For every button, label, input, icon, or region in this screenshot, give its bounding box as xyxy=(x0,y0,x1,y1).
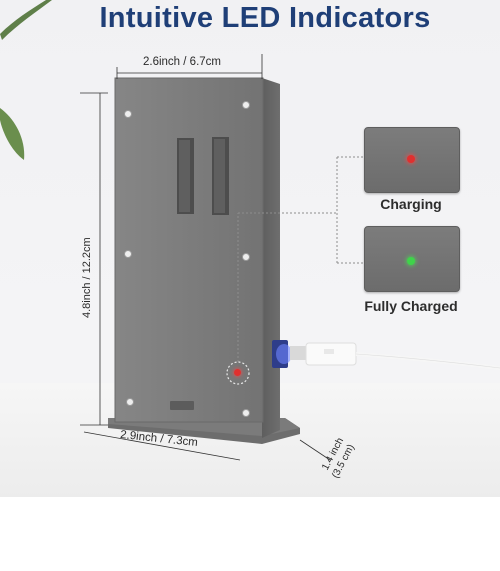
fully-charged-indicator-panel xyxy=(364,226,460,292)
red-led-icon xyxy=(407,155,415,163)
charging-label: Charging xyxy=(380,196,442,212)
plant-leaves xyxy=(0,0,52,160)
shelf-front xyxy=(0,497,500,571)
page-title: Intuitive LED Indicators xyxy=(99,2,431,34)
green-led-icon xyxy=(407,257,415,265)
dimension-top: 2.6inch / 6.7cm xyxy=(143,56,221,68)
fully-charged-label: Fully Charged xyxy=(364,298,458,314)
device-led-icon xyxy=(234,369,241,376)
dimension-left: 4.8inch / 12.2cm xyxy=(81,237,93,318)
charging-indicator-panel xyxy=(364,127,460,193)
